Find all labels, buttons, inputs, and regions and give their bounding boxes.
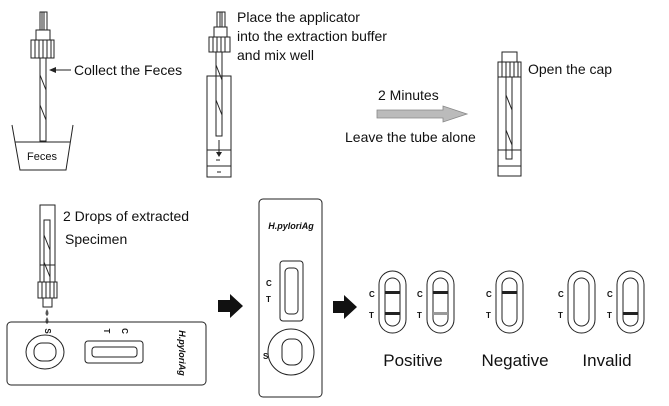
step4-line-2: Specimen	[65, 231, 127, 247]
test-cassette-vertical	[258, 198, 323, 398]
drop-icon	[45, 309, 49, 316]
result-strip	[495, 270, 524, 334]
t-label: T	[369, 311, 374, 320]
c-label: C	[486, 290, 492, 299]
arrow-left-icon	[49, 67, 71, 73]
control-line	[385, 291, 400, 294]
result-strip	[426, 270, 455, 334]
open-cap-label: Open the cap	[528, 61, 612, 77]
sample-label: S	[263, 352, 269, 361]
result-window	[384, 277, 401, 327]
invalid-label: Invalid	[582, 351, 631, 370]
wait-instruction: Leave the tube alone	[345, 129, 476, 145]
t-label: T	[607, 311, 612, 320]
step2-line-3: and mix well	[237, 47, 314, 63]
t-label: T	[558, 311, 563, 320]
applicator-in-tube	[206, 11, 232, 178]
right-arrow-icon	[333, 295, 357, 319]
result-strip	[567, 270, 596, 334]
c-label: C	[417, 290, 423, 299]
test-label: T	[102, 329, 111, 334]
wait-time: 2 Minutes	[378, 87, 439, 103]
result-strip	[616, 270, 645, 334]
dropper-tube	[37, 204, 58, 308]
collect-feces-label: Collect the Feces	[74, 62, 182, 78]
sample-label: S	[43, 328, 52, 334]
cassette-brand-horizontal: H.pyloriAg	[177, 330, 187, 376]
cassette-brand-vertical: H.pyloriAg	[268, 221, 314, 231]
control-label: C	[120, 328, 129, 334]
test-line	[385, 312, 400, 315]
c-label: C	[369, 290, 375, 299]
test-line	[623, 312, 638, 315]
control-label: C	[266, 279, 272, 288]
t-label: T	[486, 311, 491, 320]
drop-icon	[45, 317, 49, 324]
control-line	[502, 291, 517, 294]
result-strip	[378, 270, 407, 334]
test-label: T	[266, 295, 271, 304]
negative-label: Negative	[481, 351, 548, 370]
control-line	[433, 291, 448, 294]
result-window	[501, 277, 518, 327]
result-window	[622, 277, 639, 327]
positive-label: Positive	[383, 351, 443, 370]
c-label: C	[558, 290, 564, 299]
test-line	[433, 312, 448, 315]
step4-line-1: 2 Drops of extracted	[63, 208, 189, 224]
gray-arrow-icon	[376, 105, 469, 123]
result-window	[573, 277, 590, 327]
step2-line-2: into the extraction buffer	[237, 28, 387, 44]
c-label: C	[607, 290, 613, 299]
step2-line-1: Place the applicator	[237, 9, 360, 25]
result-strips: C T C T C T C T C T	[369, 270, 645, 334]
test-cassette-horizontal	[6, 321, 207, 386]
right-arrow-icon	[218, 294, 243, 318]
result-window	[432, 277, 449, 327]
feces-label: Feces	[27, 151, 57, 163]
applicator-in-cup	[11, 11, 74, 171]
t-label: T	[417, 311, 422, 320]
closed-tube	[497, 51, 522, 177]
